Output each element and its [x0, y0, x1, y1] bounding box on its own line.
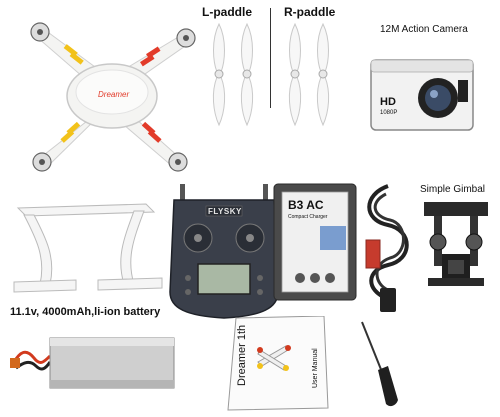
battery-label: 11.1v, 4000mAh,li-ion battery [10, 306, 161, 318]
manual-subtitle: User Manual [312, 348, 319, 388]
battery-charger-icon [273, 183, 357, 301]
transmitter-brand: FLYSKY [208, 207, 242, 216]
camera-hd-text: HD [380, 96, 396, 108]
gimbal [420, 198, 492, 293]
propeller-icon [288, 22, 302, 127]
lipo-battery [10, 322, 178, 394]
battery-charger: B3 AC Compact Charger [272, 182, 358, 302]
action-camera-icon [370, 59, 474, 131]
quadcopter-drone: Dreamer [10, 8, 210, 183]
power-cable-icon [365, 184, 409, 312]
screwdriver [352, 318, 402, 408]
remote-transmitter: FLYSKY [168, 182, 280, 322]
landing-gear [6, 198, 166, 298]
gimbal-icon [424, 202, 488, 286]
propeller-l-1 [205, 22, 233, 127]
propeller-r-2 [309, 22, 337, 127]
r-paddle-label: R-paddle [284, 5, 336, 19]
propeller-icon [212, 22, 226, 127]
propeller-r-1 [281, 22, 309, 127]
user-manual-icon [227, 316, 329, 411]
charger-sub: Compact Charger [288, 214, 328, 220]
screwdriver-icon [361, 321, 398, 407]
l-paddle-label: L-paddle [202, 5, 252, 19]
propeller-icon [316, 22, 330, 127]
propeller-icon [240, 22, 254, 127]
quadcopter-drone-icon [30, 22, 196, 172]
charger-brand: B3 AC [288, 198, 324, 212]
remote-transmitter-icon [169, 184, 279, 319]
user-manual: Dreamer 1th User Manual [224, 316, 332, 411]
landing-gear-icon [13, 203, 163, 293]
action-camera: HD 1080P [368, 52, 478, 137]
lipo-battery-icon [10, 337, 175, 389]
camera-resolution-text: 1080P [380, 110, 398, 116]
manual-title: Dreamer 1th [236, 324, 248, 386]
gimbal-label: Simple Gimbal [420, 184, 486, 195]
power-cable [358, 180, 420, 315]
camera-label: 12M Action Camera [380, 24, 468, 35]
propeller-l-2 [233, 22, 261, 127]
drone-logo: Dreamer [98, 90, 130, 99]
paddle-divider [270, 8, 271, 108]
